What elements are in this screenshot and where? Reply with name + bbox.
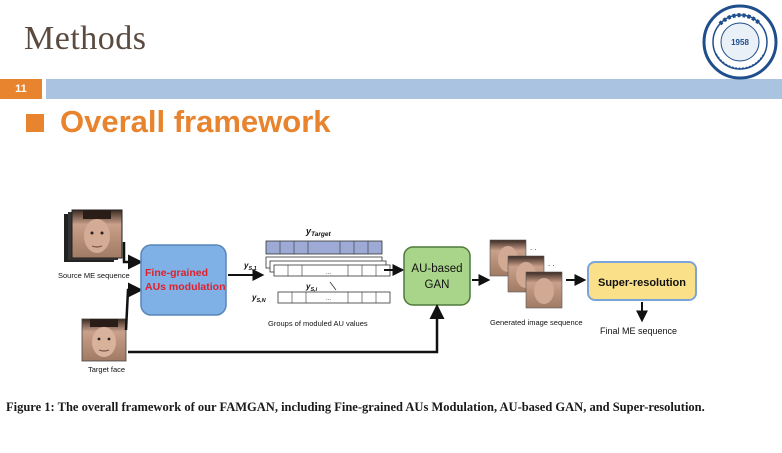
target-au-vector bbox=[265, 240, 383, 255]
y-sn-label: yS,N bbox=[251, 293, 267, 304]
source-face-stack bbox=[64, 209, 123, 262]
fine-grained-box bbox=[140, 244, 227, 316]
logo-year: 1958 bbox=[731, 38, 749, 47]
slide-number: 11 bbox=[0, 79, 42, 99]
y-s1-label: yS,1 bbox=[243, 261, 257, 272]
fine-grained-label-2: AUs modulation bbox=[145, 281, 226, 293]
figure-caption: Figure 1: The overall framework of our F… bbox=[6, 400, 705, 414]
svg-text:...: ... bbox=[326, 270, 331, 276]
source-label: Source ME sequence bbox=[58, 271, 130, 280]
title-bar bbox=[46, 79, 782, 99]
fine-grained-label-1: Fine-grained bbox=[145, 267, 208, 279]
au-gan-label-1: AU-based bbox=[411, 263, 462, 275]
target-label: Target face bbox=[88, 365, 125, 374]
generated-faces: . . . . bbox=[489, 239, 563, 309]
arrow-target-to-gan bbox=[128, 304, 445, 354]
bullet-square bbox=[26, 114, 44, 132]
super-resolution-box bbox=[587, 261, 697, 301]
svg-text:. .: . . bbox=[548, 259, 555, 268]
svg-text:...: ... bbox=[326, 296, 331, 302]
arrow-target-to-modulation bbox=[124, 282, 143, 331]
slide-title: Methods bbox=[24, 20, 147, 57]
groups-label: Groups of moduled AU values bbox=[268, 319, 368, 328]
group-au-vectors: ... bbox=[265, 256, 391, 277]
au-gan-label-2: GAN bbox=[425, 279, 450, 291]
svg-text:. .: . . bbox=[530, 243, 537, 252]
university-logo: 1958 bbox=[702, 4, 778, 80]
final-label: Final ME sequence bbox=[600, 326, 677, 336]
section-heading: Overall framework bbox=[60, 104, 331, 139]
super-resolution-label: Super-resolution bbox=[598, 277, 686, 289]
target-face bbox=[81, 318, 127, 362]
y-si-label: yS,i bbox=[305, 282, 318, 293]
generated-label: Generated image sequence bbox=[490, 318, 583, 327]
au-gan-box bbox=[403, 246, 471, 306]
sn-au-vector: ... bbox=[277, 291, 391, 304]
arrow-source-to-modulation bbox=[122, 242, 143, 270]
y-target-label: yTarget bbox=[305, 226, 331, 238]
